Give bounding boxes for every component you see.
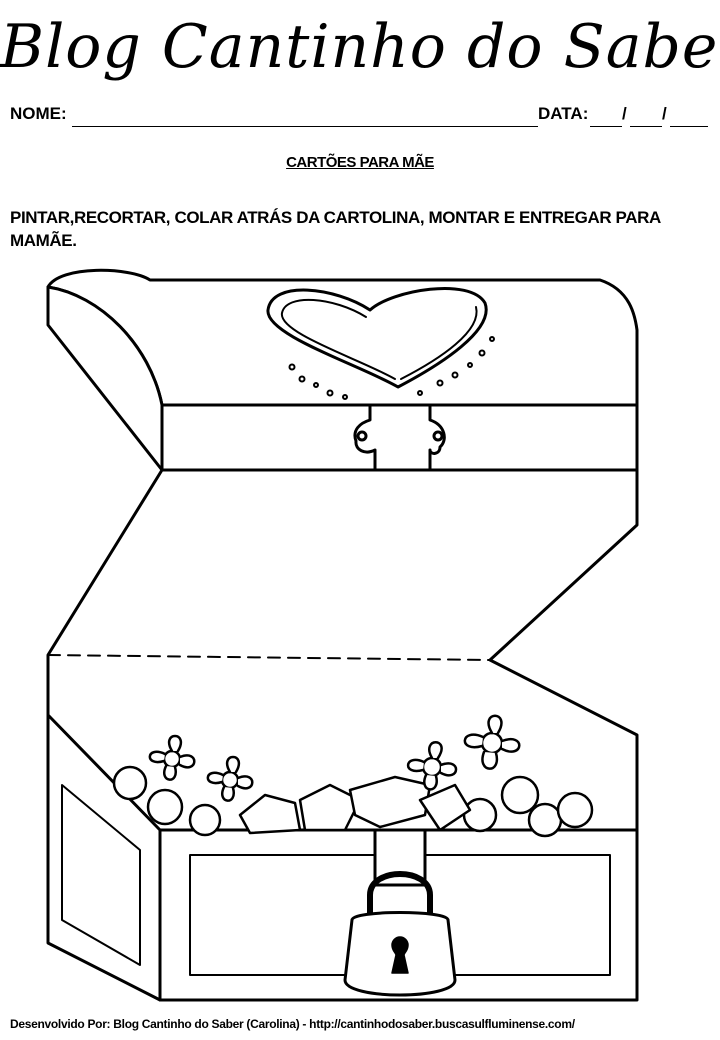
date-separator: / (622, 104, 627, 123)
activity-heading: CARTÕES PARA MÃE (286, 154, 434, 171)
date-day-line[interactable] (590, 126, 622, 127)
treasure-chest-icon (46, 268, 639, 1002)
date-label: DATA: (538, 104, 589, 123)
padlock-shackle (367, 871, 433, 926)
footer-credit: Desenvolvido Por: Blog Cantinho do Saber… (10, 1017, 575, 1031)
name-field-line[interactable] (72, 126, 538, 127)
keyhole-icon (391, 936, 409, 974)
form-fields: NOME: DATA: / / (10, 104, 710, 128)
date-separator: / (662, 104, 667, 123)
page-title: Blog Cantinho do Saber (0, 12, 720, 82)
date-month-line[interactable] (630, 126, 662, 127)
activity-instructions: PINTAR,RECORTAR, COLAR ATRÁS DA CARTOLIN… (10, 208, 661, 250)
name-label: NOME: (10, 104, 67, 123)
treasure-pile (112, 714, 594, 838)
heart-icon (266, 286, 488, 389)
date-year-line[interactable] (670, 126, 708, 127)
